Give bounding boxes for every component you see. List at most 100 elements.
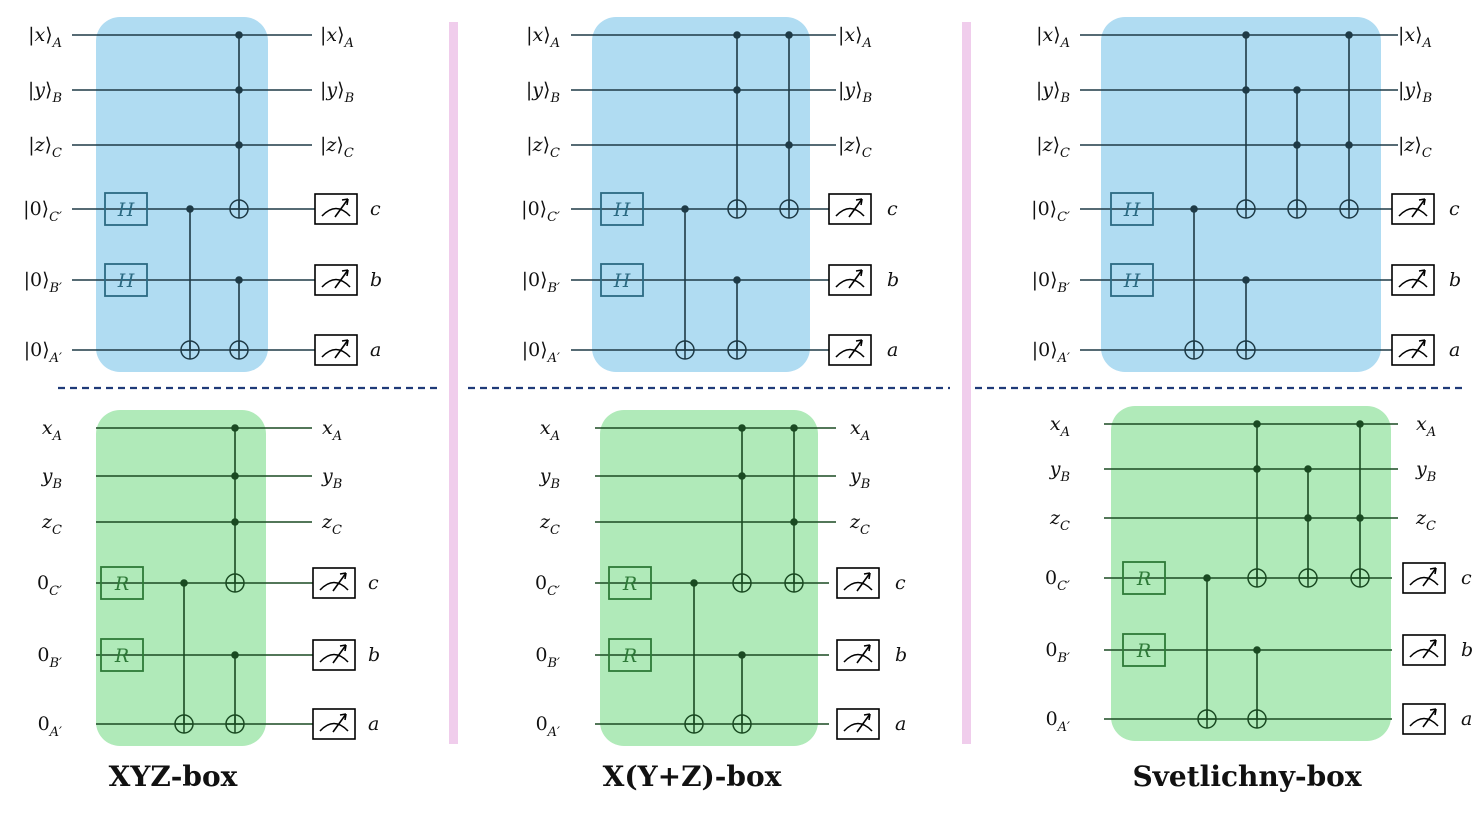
- xysum-quantum-output-label: |z⟩C: [838, 134, 872, 161]
- xysum-classical-control-dot: [738, 472, 746, 480]
- xyz-classical-input-label: yB: [41, 465, 62, 492]
- svet-quantum-measurement-2-needle: [1411, 269, 1426, 289]
- xyz-classical-measurement-1-needle-head: [339, 572, 347, 580]
- xysum-quantum-output-label: c: [887, 198, 898, 220]
- svet-classical-measurement-2-needle-head: [1429, 639, 1437, 647]
- svet-classical-measurement-3-needle-head: [1429, 708, 1437, 716]
- xysum-classical-input-label: zC: [539, 511, 560, 538]
- xyz-quantum-measurement-3-arc: [321, 348, 351, 358]
- svet-classical-output-label: a: [1461, 708, 1472, 730]
- svet-classical-measurement-2-needle: [1422, 639, 1437, 659]
- caption-xyz-box: XYZ-box: [108, 760, 238, 793]
- xysum-quantum-measurement-3-arc: [835, 348, 865, 358]
- xysum-classical-input-label: 0A′: [536, 713, 560, 740]
- xyz-classical-measurement-3-needle: [332, 713, 347, 733]
- xysum-classical-measurement-3-needle: [856, 713, 871, 733]
- svet-classical-control-dot: [1304, 465, 1312, 473]
- xysum-classical-control-dot: [790, 518, 798, 526]
- caption-svetlichny-box: Svetlichny-box: [1132, 760, 1362, 793]
- svet-quantum-output-label: |x⟩A: [1398, 24, 1432, 51]
- xysum-classical-measurement-2-needle-head: [863, 644, 871, 652]
- xyz-quantum-input-label: |x⟩A: [28, 24, 62, 51]
- xysum-classical-output-label: yB: [849, 465, 870, 492]
- xysum-quantum-control-dot: [785, 141, 793, 149]
- svet-classical-control-dot: [1253, 465, 1261, 473]
- xysum-classical-input-label: 0B′: [535, 644, 560, 671]
- xyz-quantum-control-dot: [235, 31, 243, 39]
- xyz-quantum-control-dot: [186, 205, 194, 213]
- xyz-quantum-gate-H-2: [104, 263, 148, 297]
- svet-classical-input-label: 0A′: [1046, 708, 1070, 735]
- xyz-classical-control-dot: [231, 651, 239, 659]
- caption-xyz-sum-box: X(Y+Z)-box: [602, 760, 782, 793]
- xysum-classical-gate-R-2: [608, 638, 652, 672]
- xyz-quantum-output-label: |y⟩B: [320, 79, 354, 106]
- divider-left: [449, 22, 458, 744]
- xysum-classical-control-dot: [790, 424, 798, 432]
- xyz-classical-measurement-2-arc: [319, 653, 349, 663]
- svet-quantum-output-label: a: [1449, 339, 1460, 361]
- xyz-classical-input-label: 0B′: [37, 644, 62, 671]
- xysum-quantum-control-dot: [733, 276, 741, 284]
- xyz-quantum-output-label: |x⟩A: [320, 24, 354, 51]
- xyz-quantum-gate-H-1: [104, 192, 148, 226]
- xyz-quantum-output-label: b: [370, 269, 382, 291]
- xysum-quantum-control-dot: [733, 31, 741, 39]
- xyz-quantum-input-label: |z⟩C: [28, 134, 62, 161]
- xyz-classical-output-label: a: [368, 713, 379, 735]
- svet-classical-output-label: zC: [1415, 507, 1436, 534]
- svet-quantum-control-dot: [1242, 86, 1250, 94]
- svet-classical-output-label: b: [1461, 639, 1473, 661]
- xyz-classical-measurement-3: [312, 708, 356, 740]
- svet-quantum-measurement-1-arc: [1398, 207, 1428, 217]
- xysum-quantum-input-label: |0⟩C′: [521, 198, 560, 225]
- xyz-quantum-measurement-3-needle-head: [341, 339, 349, 347]
- svet-quantum-input-label: |y⟩B: [1036, 79, 1070, 106]
- xysum-quantum-output-label: |x⟩A: [838, 24, 872, 51]
- svet-classical-measurement-3-needle: [1422, 708, 1437, 728]
- xysum-classical-box-background: [600, 410, 818, 746]
- xyz-quantum-output-label: a: [370, 339, 381, 361]
- svet-quantum-output-label: |z⟩C: [1398, 134, 1432, 161]
- svet-classical-output-label: c: [1461, 567, 1472, 589]
- svet-classical-gate-R-2-label: R: [1136, 640, 1151, 662]
- xysum-quantum-measurement-2-arc: [835, 278, 865, 288]
- xysum-quantum-gate-H-2: [600, 263, 644, 297]
- svet-quantum-box-background: [1101, 17, 1381, 372]
- xyz-classical-gate-R-2: [100, 638, 144, 672]
- svet-quantum-gate-H-2: [1110, 263, 1154, 297]
- xysum-classical-input-label: yB: [539, 465, 560, 492]
- xyz-classical-box-background: [96, 410, 266, 746]
- svet-classical-measurement-1-needle: [1422, 567, 1437, 587]
- xysum-classical-control-dot: [738, 424, 746, 432]
- svet-classical-output-label: xA: [1416, 413, 1436, 440]
- xyz-quantum-output-label: c: [370, 198, 381, 220]
- svet-quantum-control-dot: [1345, 141, 1353, 149]
- svet-classical-measurement-1-arc: [1409, 576, 1439, 586]
- svet-quantum-output-label: c: [1449, 198, 1460, 220]
- xysum-classical-gate-R-2-label: R: [622, 645, 637, 667]
- xysum-classical-control-dot: [738, 651, 746, 659]
- xysum-quantum-gate-H-2-label: H: [613, 270, 631, 292]
- xysum-quantum-control-dot: [733, 86, 741, 94]
- xyz-classical-control-dot: [231, 472, 239, 480]
- svet-classical-control-dot: [1356, 420, 1364, 428]
- svet-quantum-measurement-1-needle-head: [1418, 198, 1426, 206]
- xysum-quantum-output-label: |y⟩B: [838, 79, 872, 106]
- svet-quantum-measurement-3-arc: [1398, 348, 1428, 358]
- svet-quantum-control-dot: [1242, 31, 1250, 39]
- svet-quantum-output-label: |y⟩B: [1398, 79, 1432, 106]
- svet-classical-input-label: yB: [1049, 458, 1070, 485]
- xysum-classical-gate-R-1-label: R: [622, 573, 637, 595]
- svet-quantum-measurement-1-needle: [1411, 198, 1426, 218]
- xyz-classical-measurement-1-arc: [319, 581, 349, 591]
- xyz-quantum-output-label: |z⟩C: [320, 134, 354, 161]
- xyz-classical-input-label: 0A′: [38, 713, 62, 740]
- xyz-quantum-measurement-1-needle: [334, 198, 349, 218]
- svet-quantum-gate-H-1: [1110, 192, 1154, 226]
- xysum-classical-measurement-1-needle-head: [863, 572, 871, 580]
- divider-right: [962, 22, 971, 744]
- svet-classical-measurement-2-arc: [1409, 648, 1439, 658]
- xysum-quantum-output-label: a: [887, 339, 898, 361]
- xysum-quantum-output-label: b: [887, 269, 899, 291]
